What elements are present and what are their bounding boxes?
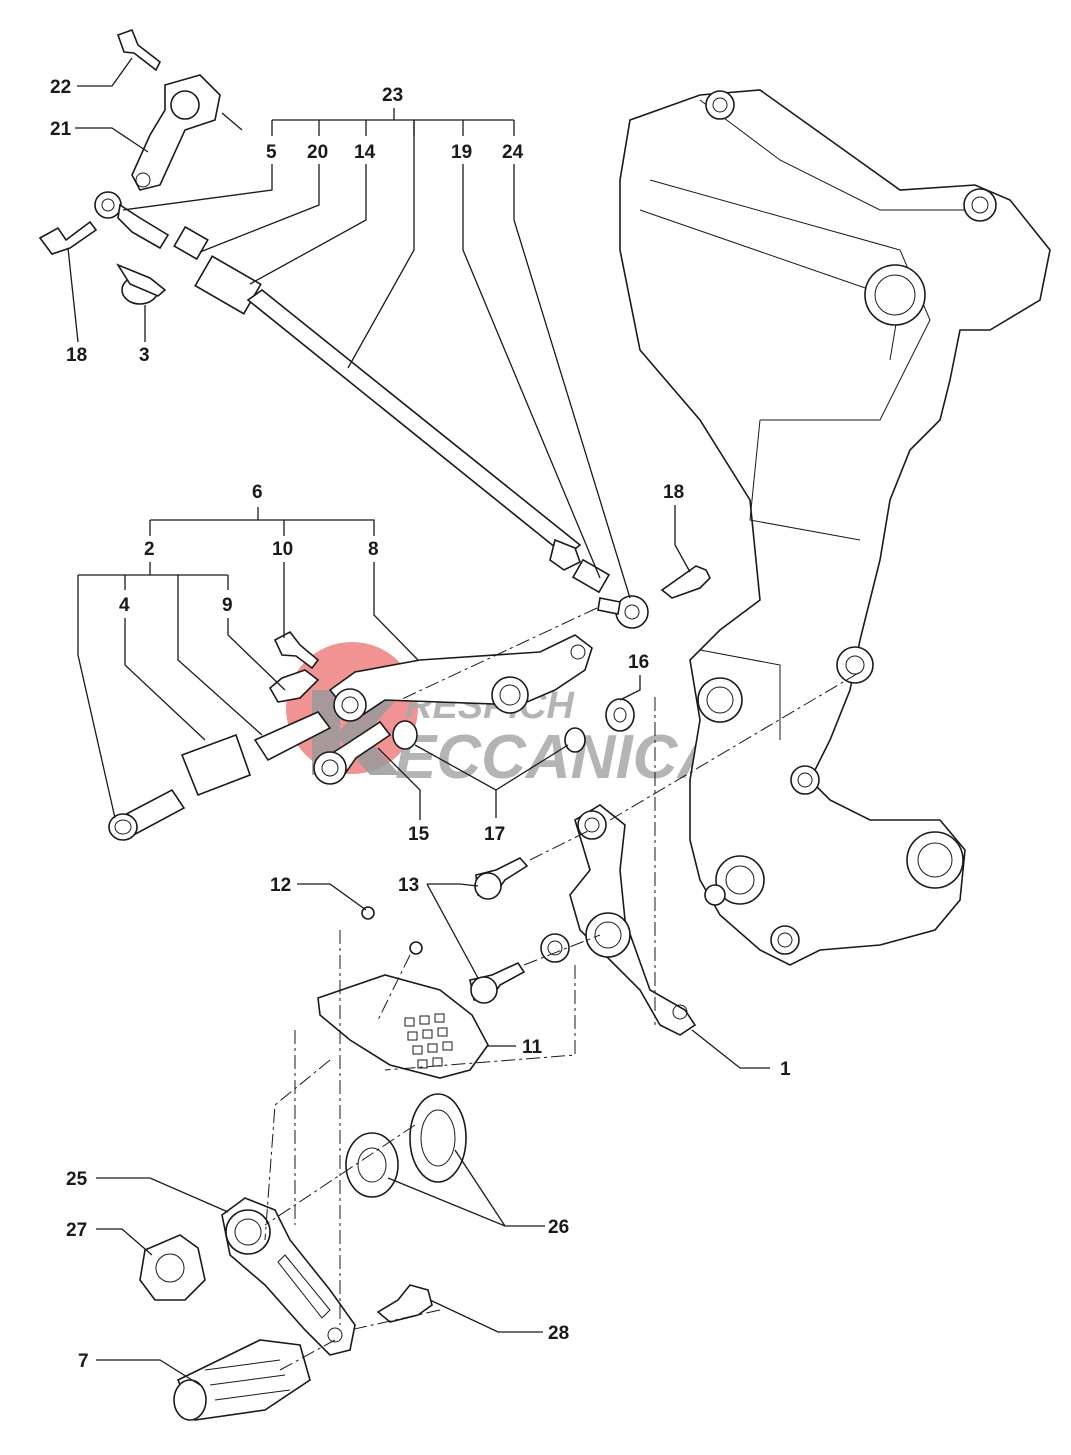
callout-4: 4 [119, 595, 130, 616]
heel-guard-holes [404, 1013, 453, 1069]
callout-19: 19 [451, 142, 472, 163]
frame-bracket [619, 89, 1051, 966]
callout-3: 3 [139, 345, 150, 366]
callout-23: 23 [382, 85, 403, 106]
callout-5: 5 [266, 142, 277, 163]
callout-7: 7 [78, 1351, 89, 1372]
callout-6: 6 [252, 482, 263, 503]
callout-13: 13 [398, 875, 419, 896]
callout-16: 16 [628, 652, 649, 673]
callout-12: 12 [270, 875, 291, 896]
callout-17: 17 [484, 824, 505, 845]
callout-11: 11 [522, 1037, 543, 1058]
callout-28: 28 [548, 1323, 569, 1344]
assembly-lines [264, 607, 861, 1371]
callout-27: 27 [66, 1220, 87, 1241]
callout-9: 9 [222, 595, 233, 616]
callout-18-right: 18 [663, 482, 684, 503]
callout-25: 25 [66, 1169, 88, 1190]
callouts: 22 21 23 5 20 14 19 24 18 3 18 6 2 10 8 … [50, 77, 791, 1372]
callout-15: 15 [408, 824, 430, 845]
parts [38, 28, 711, 1421]
callout-18-left: 18 [66, 345, 87, 366]
callout-10: 10 [272, 539, 293, 560]
callout-20: 20 [307, 142, 328, 163]
callout-24: 24 [502, 142, 524, 163]
callout-21: 21 [50, 119, 72, 140]
callout-14: 14 [354, 142, 376, 163]
callout-22: 22 [50, 77, 71, 98]
watermark-line2: ECCANICA [395, 723, 722, 792]
callout-2: 2 [144, 539, 155, 560]
callout-1: 1 [780, 1059, 791, 1080]
callout-26: 26 [548, 1217, 569, 1238]
leader-lines [67, 57, 770, 1386]
callout-8: 8 [368, 539, 379, 560]
